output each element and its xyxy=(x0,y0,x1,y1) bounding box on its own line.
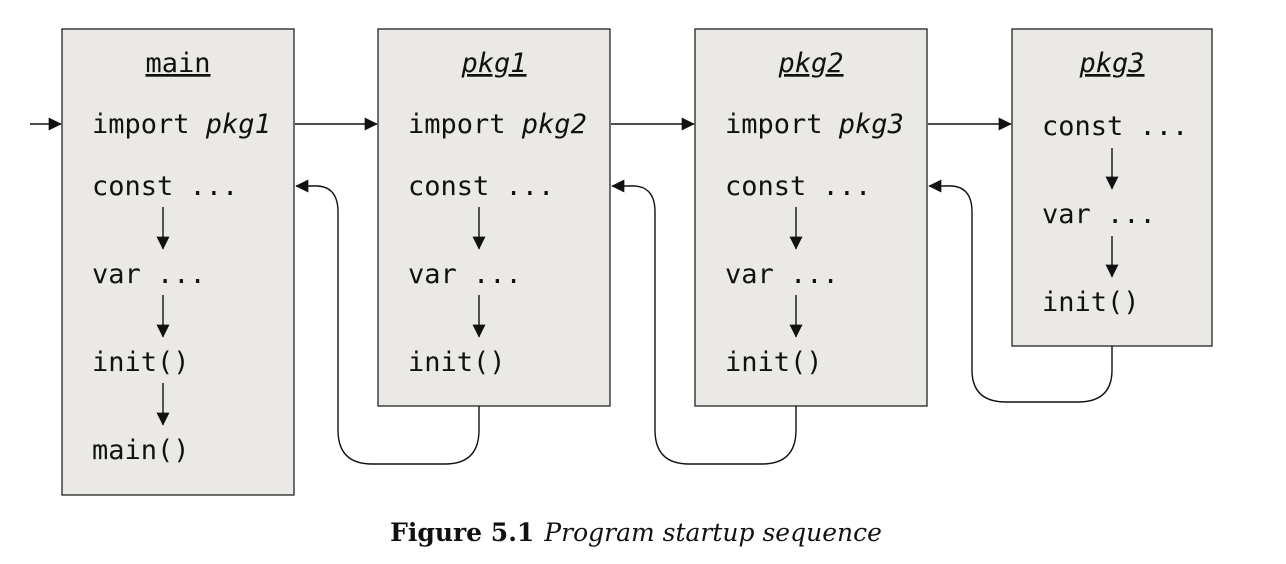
return-arrow-pkg3-icon xyxy=(928,179,1113,403)
box-pkg2-title: pkg2 xyxy=(777,48,843,79)
box-pkg2-import-line: import pkg3 xyxy=(725,109,904,140)
figure-caption-label: Figure 5.1 xyxy=(390,518,534,547)
return-arrow-pkg2-icon xyxy=(611,179,797,465)
box-pkg2-frame xyxy=(694,28,928,407)
box-main-title: main xyxy=(145,48,210,79)
box-main-main-line: main() xyxy=(92,435,190,466)
box-pkg2: pkg2 import pkg3 const ... var ... init(… xyxy=(694,28,928,407)
box-main-var-line: var ... xyxy=(92,259,206,290)
import-keyword: import xyxy=(725,109,839,140)
box-main-const-line: const ... xyxy=(92,171,238,202)
box-pkg3-const-line: const ... xyxy=(1042,111,1188,142)
box-pkg1-frame xyxy=(377,28,611,407)
figure-caption-text: Program startup sequence xyxy=(543,518,882,547)
import-keyword: import xyxy=(408,109,522,140)
box-pkg1: pkg1 import pkg2 const ... var ... init(… xyxy=(377,28,611,407)
box-pkg1-title: pkg1 xyxy=(460,48,526,79)
import-target: pkg2 xyxy=(521,109,587,140)
box-pkg1-const-line: const ... xyxy=(408,171,554,202)
box-pkg3: pkg3 const ... var ... init() xyxy=(1011,28,1213,347)
box-main-init-line: init() xyxy=(92,347,190,378)
box-pkg2-init-line: init() xyxy=(725,347,823,378)
box-main-import-line: import pkg1 xyxy=(92,109,271,140)
box-pkg3-var-line: var ... xyxy=(1042,199,1156,230)
box-main-frame xyxy=(61,28,295,496)
box-pkg1-var-line: var ... xyxy=(408,259,522,290)
box-pkg1-import-line: import pkg2 xyxy=(408,109,587,140)
return-arrow-pkg1-icon xyxy=(295,179,480,465)
import-target: pkg1 xyxy=(205,109,271,140)
box-pkg2-const-line: const ... xyxy=(725,171,871,202)
box-main: main import pkg1 const ... var ... init(… xyxy=(61,28,295,496)
box-pkg3-title: pkg3 xyxy=(1078,48,1144,79)
box-pkg1-init-line: init() xyxy=(408,347,506,378)
import-keyword: import xyxy=(92,109,206,140)
import-target: pkg3 xyxy=(838,109,904,140)
box-pkg2-var-line: var ... xyxy=(725,259,839,290)
figure-caption: Figure 5.1 Program startup sequence xyxy=(390,518,882,547)
box-pkg3-init-line: init() xyxy=(1042,287,1140,318)
